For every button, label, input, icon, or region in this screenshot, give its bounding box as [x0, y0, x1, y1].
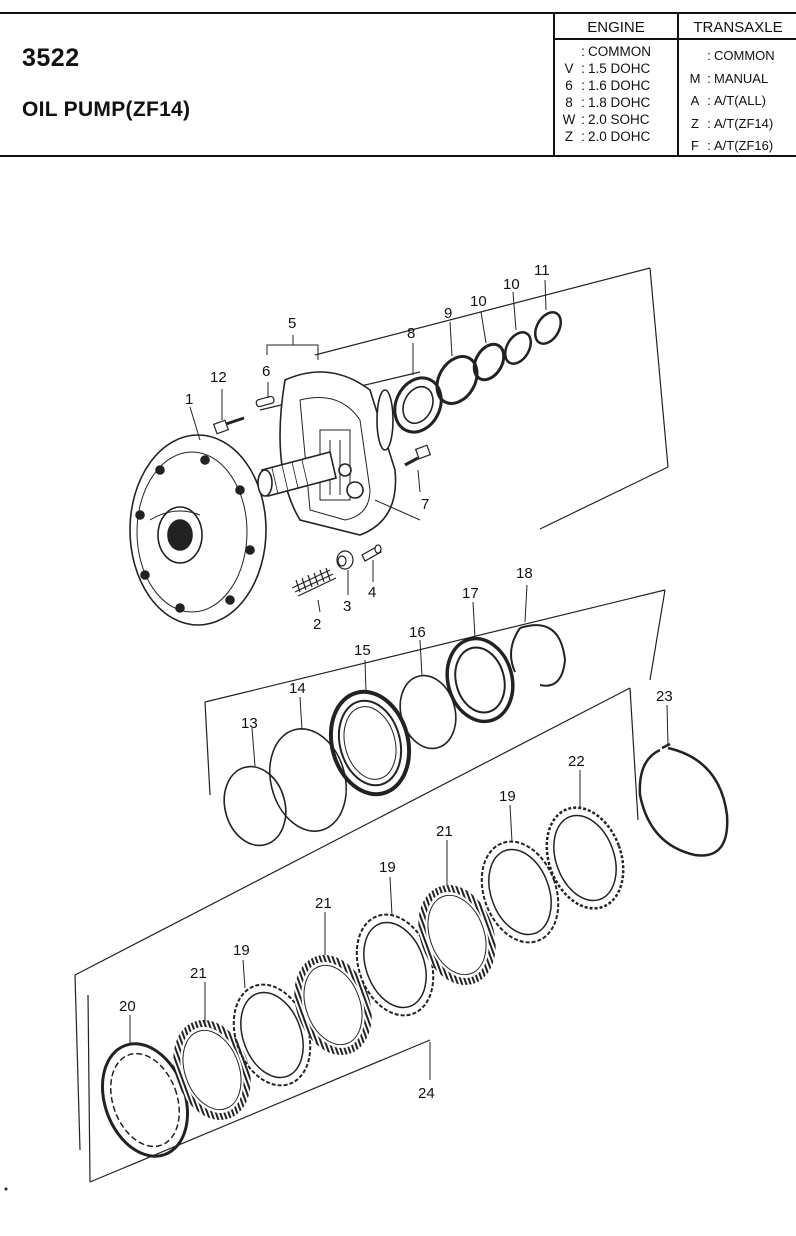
header-bottom-rule [0, 155, 796, 157]
part-label: 5 [288, 315, 296, 332]
part-label: 19 [499, 788, 516, 805]
relief-valve [336, 550, 354, 570]
part-label: 11 [534, 262, 550, 279]
transaxle-row: A:A/T(ALL) [690, 93, 767, 108]
part-label: 13 [241, 715, 258, 732]
pump-body [257, 371, 397, 536]
header: 3522 OIL PUMP(ZF14) ENGINE TRANSAXLE :CO… [0, 0, 796, 160]
transaxle-row: F:A/T(ZF16) [691, 138, 774, 153]
part-label: 14 [289, 680, 306, 697]
clutch-discs [100, 806, 625, 1158]
part-label: 21 [315, 895, 332, 912]
engine-row: Z:2.0 DOHC [564, 129, 651, 144]
part-label: 7 [421, 496, 429, 513]
part-label: 23 [656, 688, 673, 705]
page-title: OIL PUMP(ZF14) [22, 98, 191, 121]
engine-row: V:1.5 DOHC [564, 61, 651, 76]
dowel-pin [255, 395, 275, 408]
part-label: 12 [210, 369, 227, 386]
engine-row: 6:1.6 DOHC [565, 78, 651, 93]
part-label: 10 [503, 276, 520, 293]
plug [361, 544, 382, 562]
bolt-12 [212, 416, 245, 435]
header-divider-mid [677, 13, 679, 156]
bolt-7 [404, 444, 432, 467]
part-number-labels: 1 2 3 4 5 6 7 8 9 10 10 11 12 13 14 15 1… [119, 262, 673, 1102]
clutch-group-outline [74, 687, 639, 1183]
part-label: 8 [407, 325, 415, 342]
part-label: 6 [262, 363, 270, 380]
stray-dot [4, 1187, 8, 1191]
part-label: 9 [444, 305, 452, 322]
page-number: 3522 [22, 44, 80, 72]
part-label: 4 [368, 584, 376, 601]
part-label: 19 [233, 942, 250, 959]
part-label: 16 [409, 624, 426, 641]
part-label: 18 [516, 565, 533, 582]
transaxle-row: :COMMON [707, 48, 775, 63]
engine-row: :COMMON [581, 44, 651, 59]
pump-housing [129, 434, 267, 626]
transaxle-row: M:MANUAL [689, 70, 769, 86]
engine-legend: :COMMON V:1.5 DOHC 6:1.6 DOHC 8:1.8 DOHC… [560, 43, 674, 145]
header-column-rule [553, 38, 796, 40]
piston-group-outline [204, 589, 666, 796]
part-label: 17 [462, 585, 479, 602]
engine-row: 8:1.8 DOHC [565, 95, 651, 110]
part-label: 2 [313, 616, 321, 633]
exploded-parts-diagram: 1 2 3 4 5 6 7 8 9 10 10 11 12 13 14 15 1… [4, 262, 729, 1191]
part-label: 21 [190, 965, 207, 982]
part-label: 3 [343, 598, 351, 615]
part-label: 1 [185, 391, 193, 408]
leader-lines [129, 279, 669, 1080]
part-label: 15 [354, 642, 371, 659]
part-label: 10 [470, 293, 487, 310]
part-label: 21 [436, 823, 453, 840]
transaxle-row: Z:A/T(ZF14) [691, 115, 774, 131]
header-divider-left [553, 13, 555, 156]
engine-row: W:2.0 SOHC [562, 112, 650, 127]
transaxle-heading: TRANSAXLE [693, 19, 783, 36]
part-label: 22 [568, 753, 585, 770]
seal-rings-upper [393, 311, 563, 434]
header-top-rule [0, 12, 796, 14]
part-label: 19 [379, 859, 396, 876]
part-label: 24 [418, 1085, 435, 1102]
piston-rings [223, 624, 567, 847]
valve-spring [291, 567, 337, 597]
snap-ring [638, 742, 729, 857]
transaxle-legend: :COMMON M:MANUAL A:A/T(ALL) Z:A/T(ZF14) … [686, 45, 796, 158]
part-label: 20 [119, 998, 136, 1015]
engine-heading: ENGINE [587, 19, 645, 36]
